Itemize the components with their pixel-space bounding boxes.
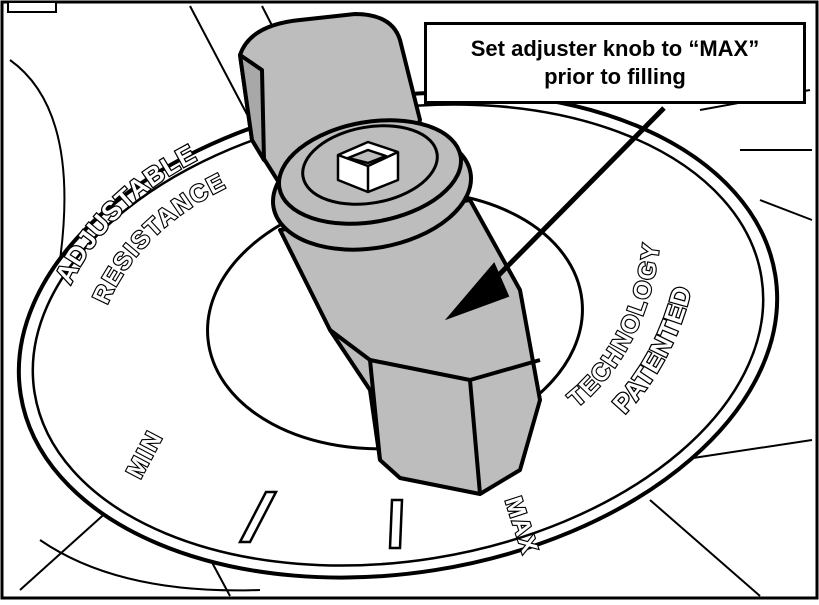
instruction-callout: Set adjuster knob to “MAX” prior to fill…	[424, 22, 806, 104]
knob-side-line	[328, 328, 382, 461]
tick-marks	[237, 490, 404, 550]
callout-line-2: prior to filling	[544, 64, 686, 89]
knob-corner-line	[468, 379, 482, 495]
tick-mark-1	[237, 490, 279, 544]
frame-tab	[7, 1, 57, 13]
arrow-icon	[444, 106, 666, 321]
housing-lines	[9, 5, 813, 597]
tick-mark-2	[388, 498, 404, 550]
adjuster-knob[interactable]	[238, 12, 542, 496]
knob-upper-side	[238, 53, 266, 162]
callout-line-1: Set adjuster knob to “MAX”	[470, 36, 760, 61]
cube-logo-icon	[336, 140, 400, 194]
